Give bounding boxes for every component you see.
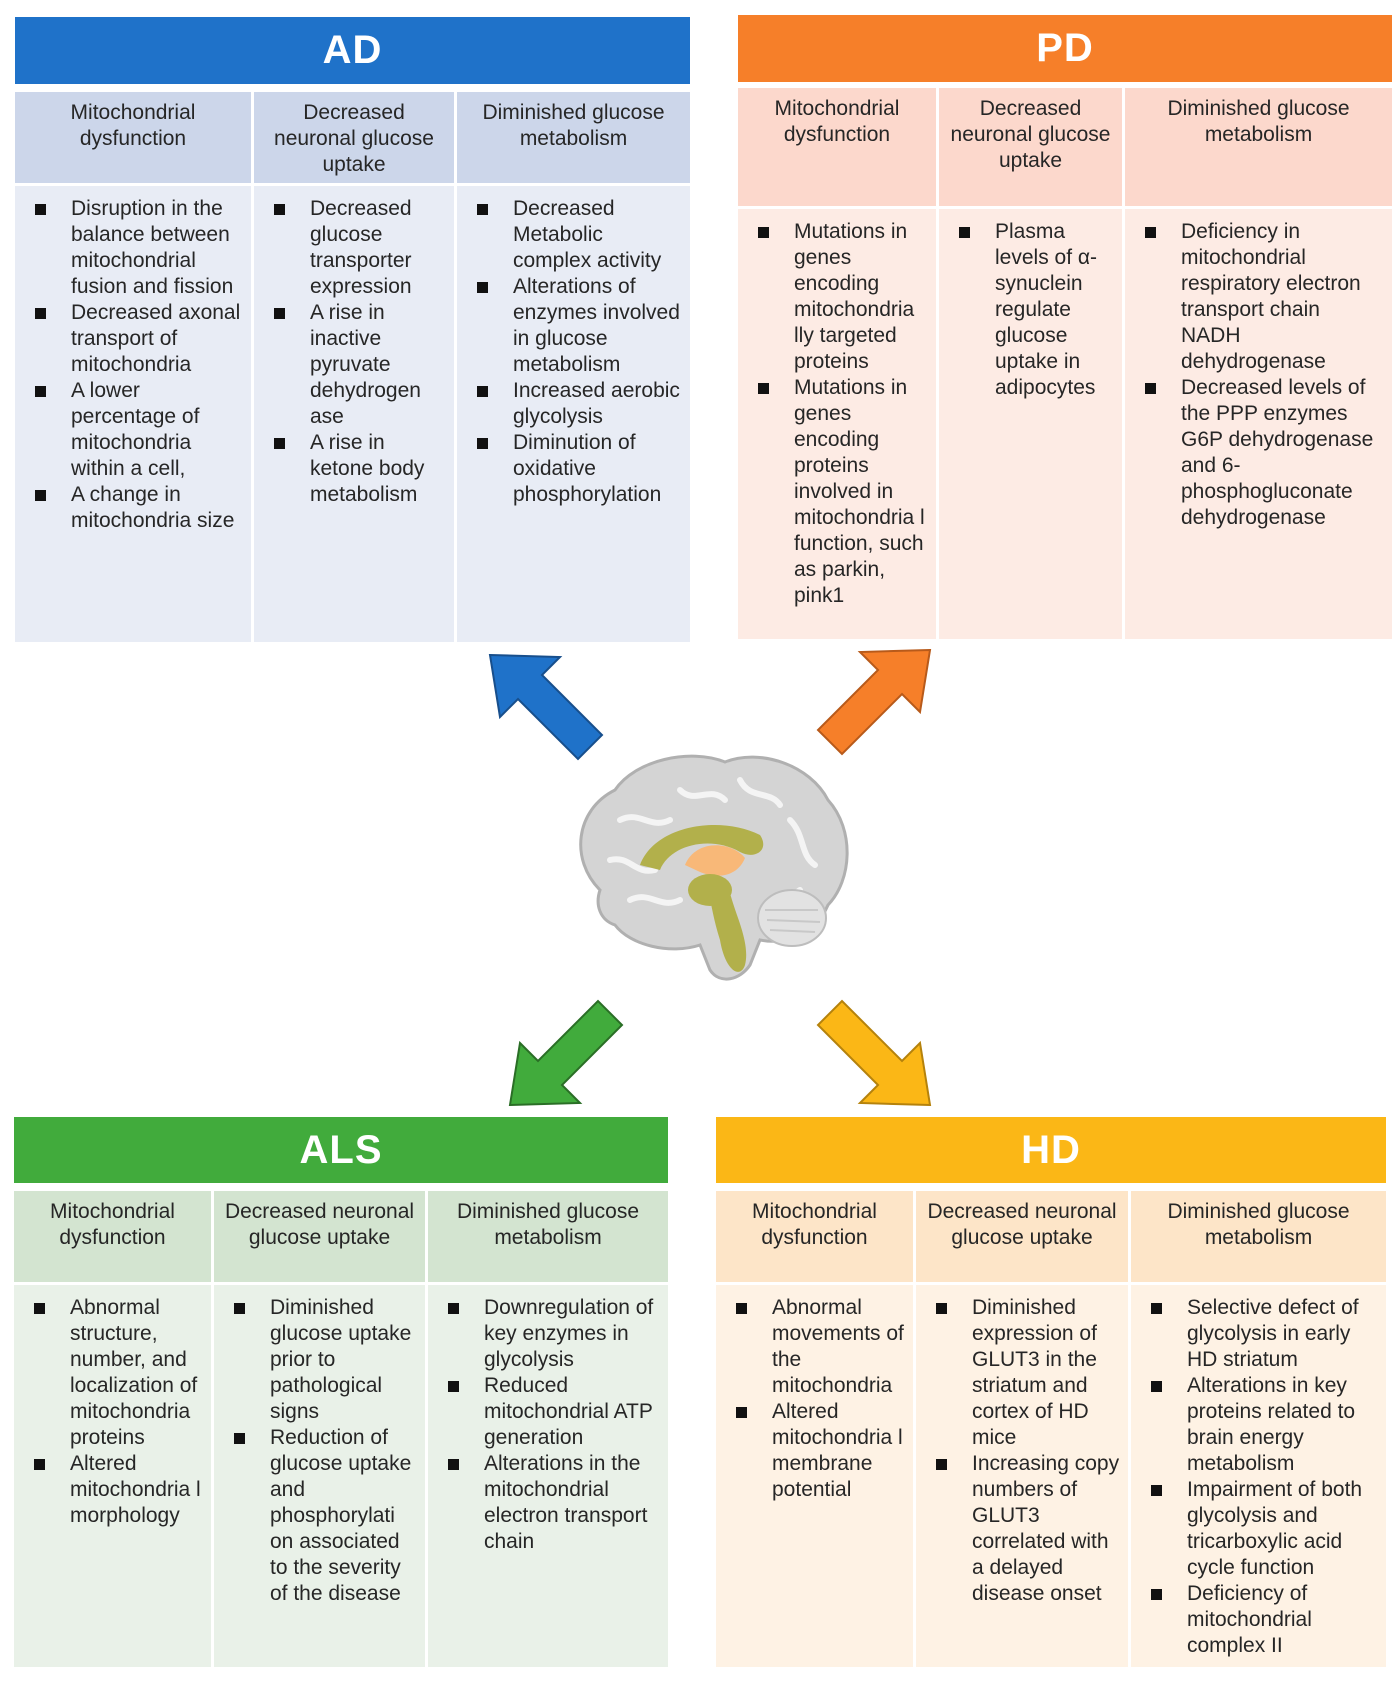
list-item: Abnormal structure, number, and localiza… xyxy=(34,1295,203,1451)
list-item: Increased aerobic glycolysis xyxy=(477,378,682,430)
list-item: Impairment of both glycolysis and tricar… xyxy=(1151,1477,1378,1581)
list-item: Plasma levels of α-synuclein regulate gl… xyxy=(959,219,1114,401)
list-item: Reduction of glucose uptake and phosphor… xyxy=(234,1425,417,1607)
als-list-uptake: Diminished glucose uptake prior to patho… xyxy=(234,1295,417,1607)
ad-list-metabolism: Decreased Metabolic complex activity Alt… xyxy=(477,196,682,508)
hd-body-metabolism: Selective defect of glycolysis in early … xyxy=(1131,1285,1386,1667)
hd-title: HD xyxy=(1021,1127,1081,1172)
list-item: A rise in inactive pyruvate dehydrogen a… xyxy=(274,300,446,430)
list-item: Selective defect of glycolysis in early … xyxy=(1151,1295,1378,1373)
als-header-metabolism: Diminished glucose metabolism xyxy=(428,1191,668,1282)
list-item: Disruption in the balance between mitoch… xyxy=(35,196,243,300)
pd-panel: PD Mitochondrial dysfunction Decreased n… xyxy=(738,15,1392,639)
als-list-metabolism: Downregulation of key enzymes in glycoly… xyxy=(448,1295,660,1555)
arrow-up-right-icon xyxy=(816,648,932,756)
pd-body-mito: Mutations in genes encoding mitochondria… xyxy=(738,209,936,639)
list-item: Reduced mitochondrial ATP generation xyxy=(448,1373,660,1451)
list-item: Abnormal movements of the mitochondria xyxy=(736,1295,905,1399)
list-item: A rise in ketone body metabolism xyxy=(274,430,446,508)
list-item: Decreased glucose transporter expression xyxy=(274,196,446,300)
list-item: Diminished expression of GLUT3 in the st… xyxy=(936,1295,1120,1451)
list-item: Decreased Metabolic complex activity xyxy=(477,196,682,274)
ad-body-mito: Disruption in the balance between mitoch… xyxy=(15,186,251,642)
als-header-mito: Mitochondrial dysfunction xyxy=(14,1191,211,1282)
arrow-down-right-icon xyxy=(816,999,932,1107)
pd-header-uptake: Decreased neuronal glucose uptake xyxy=(939,88,1122,206)
brain-icon xyxy=(579,754,849,981)
hd-panel: HD Mitochondrial dysfunction Decreased n… xyxy=(716,1117,1386,1667)
hd-banner: HD xyxy=(716,1117,1386,1183)
list-item: A change in mitochondria size xyxy=(35,482,243,534)
ad-body-uptake: Decreased glucose transporter expression… xyxy=(254,186,454,642)
list-item: Deficiency of mitochondrial complex II xyxy=(1151,1581,1378,1659)
ad-header-mito: Mitochondrial dysfunction xyxy=(15,92,251,183)
hd-header-uptake: Decreased neuronal glucose uptake xyxy=(916,1191,1128,1282)
pd-banner: PD xyxy=(738,15,1392,82)
pd-body-metabolism: Deficiency in mitochondrial respiratory … xyxy=(1125,209,1392,639)
ad-title: AD xyxy=(322,28,383,72)
list-item: Decreased axonal transport of mitochondr… xyxy=(35,300,243,378)
list-item: Alterations in the mitochondrial electro… xyxy=(448,1451,660,1555)
ad-body-metabolism: Decreased Metabolic complex activity Alt… xyxy=(457,186,690,642)
als-header-uptake: Decreased neuronal glucose uptake xyxy=(214,1191,425,1282)
list-item: Alterations of enzymes involved in gluco… xyxy=(477,274,682,378)
pd-body-uptake: Plasma levels of α-synuclein regulate gl… xyxy=(939,209,1122,639)
list-item: Altered mitochondria l membrane potentia… xyxy=(736,1399,905,1503)
hd-list-mito: Abnormal movements of the mitochondria A… xyxy=(736,1295,905,1503)
ad-list-mito: Disruption in the balance between mitoch… xyxy=(35,196,243,534)
list-item: Increasing copy numbers of GLUT3 correla… xyxy=(936,1451,1120,1607)
als-list-mito: Abnormal structure, number, and localiza… xyxy=(34,1295,203,1529)
als-body-metabolism: Downregulation of key enzymes in glycoly… xyxy=(428,1285,668,1667)
ad-header-uptake: Decreased neuronal glucose uptake xyxy=(254,92,454,183)
list-item: Alterations in key proteins related to b… xyxy=(1151,1373,1378,1477)
pd-header-mito: Mitochondrial dysfunction xyxy=(738,88,936,206)
pd-list-metabolism: Deficiency in mitochondrial respiratory … xyxy=(1145,219,1384,531)
hd-header-mito: Mitochondrial dysfunction xyxy=(716,1191,913,1282)
list-item: A lower percentage of mitochondria withi… xyxy=(35,378,243,482)
list-item: Diminished glucose uptake prior to patho… xyxy=(234,1295,417,1425)
pd-list-uptake: Plasma levels of α-synuclein regulate gl… xyxy=(959,219,1114,401)
als-body-uptake: Diminished glucose uptake prior to patho… xyxy=(214,1285,425,1667)
als-banner: ALS xyxy=(14,1117,668,1183)
list-item: Mutations in genes encoding proteins inv… xyxy=(758,375,928,609)
hd-body-mito: Abnormal movements of the mitochondria A… xyxy=(716,1285,913,1667)
als-body-mito: Abnormal structure, number, and localiza… xyxy=(14,1285,211,1667)
hd-list-metabolism: Selective defect of glycolysis in early … xyxy=(1151,1295,1378,1659)
pd-header-metabolism: Diminished glucose metabolism xyxy=(1125,88,1392,206)
list-item: Downregulation of key enzymes in glycoly… xyxy=(448,1295,660,1373)
list-item: Altered mitochondria l morphology xyxy=(34,1451,203,1529)
hd-header-metabolism: Diminished glucose metabolism xyxy=(1131,1191,1386,1282)
list-item: Decreased levels of the PPP enzymes G6P … xyxy=(1145,375,1384,531)
list-item: Deficiency in mitochondrial respiratory … xyxy=(1145,219,1384,375)
pd-title: PD xyxy=(1036,26,1094,70)
list-item: Mutations in genes encoding mitochondria… xyxy=(758,219,928,375)
hd-list-uptake: Diminished expression of GLUT3 in the st… xyxy=(936,1295,1120,1607)
ad-header-metabolism: Diminished glucose metabolism xyxy=(457,92,690,183)
arrow-down-left-icon xyxy=(508,999,624,1107)
arrow-up-left-icon xyxy=(488,653,604,761)
ad-banner: AD xyxy=(15,17,690,84)
ad-list-uptake: Decreased glucose transporter expression… xyxy=(274,196,446,508)
list-item: Diminution of oxidative phosphorylation xyxy=(477,430,682,508)
als-title: ALS xyxy=(299,1127,383,1172)
pd-list-mito: Mutations in genes encoding mitochondria… xyxy=(758,219,928,609)
hd-body-uptake: Diminished expression of GLUT3 in the st… xyxy=(916,1285,1128,1667)
ad-panel: AD Mitochondrial dysfunction Decreased n… xyxy=(15,17,690,642)
als-panel: ALS Mitochondrial dysfunction Decreased … xyxy=(14,1117,668,1667)
